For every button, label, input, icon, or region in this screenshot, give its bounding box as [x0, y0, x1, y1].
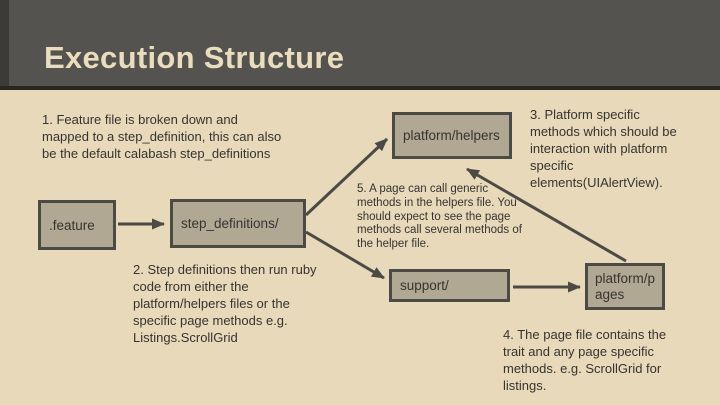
slide-header: Execution Structure	[0, 0, 720, 90]
node-platform-helpers: platform/helpers	[392, 112, 512, 159]
node-feature-label: .feature	[49, 217, 95, 233]
note-3: 3. Platform specific methods which shoul…	[530, 107, 677, 190]
note-5: 5. A page can call generic methods in th…	[357, 183, 522, 251]
node-support-label: support/	[400, 278, 449, 293]
node-platform-pages-label: platform/pages	[595, 270, 656, 302]
slide-title: Execution Structure	[44, 40, 345, 75]
header-corner-accent	[0, 0, 9, 86]
node-feature: .feature	[38, 200, 116, 250]
note-4: 4. The page file contains the trait and …	[503, 327, 667, 393]
node-support: support/	[389, 269, 510, 302]
node-step-definitions-label: step_definitions/	[181, 216, 279, 231]
node-step-definitions: step_definitions/	[170, 199, 306, 248]
node-platform-helpers-label: platform/helpers	[403, 128, 500, 143]
note-2: 2. Step definitions then run ruby code f…	[133, 262, 317, 345]
node-platform-pages: platform/pages	[585, 263, 665, 310]
note-1: 1. Feature file is broken down and mappe…	[42, 112, 282, 161]
